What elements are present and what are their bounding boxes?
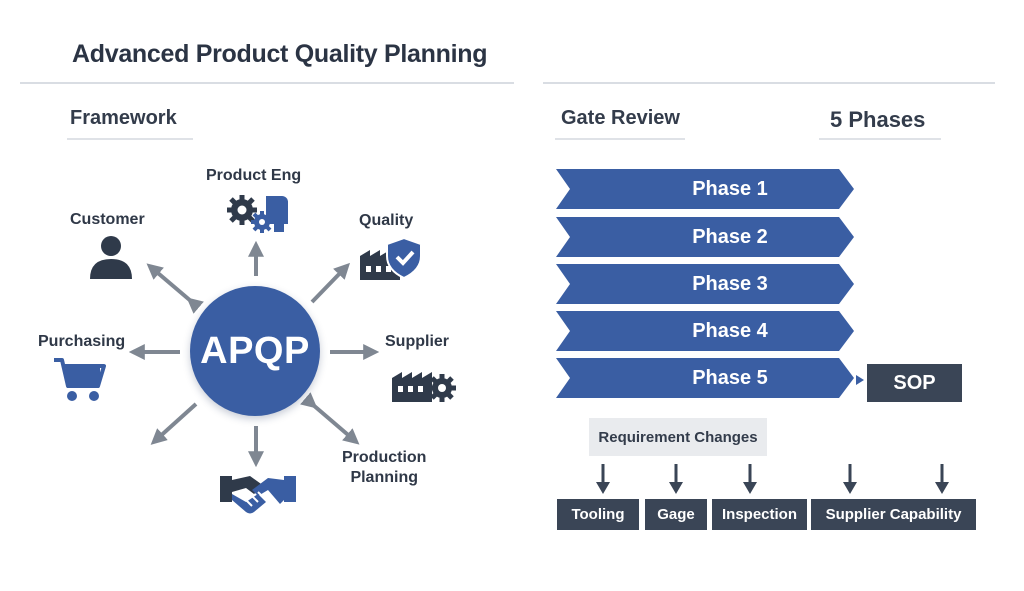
gate-review-heading: Gate Review (561, 107, 680, 129)
phase-5-chevron (556, 358, 854, 398)
page-title: Advanced Product Quality Planning (72, 40, 488, 68)
phase-5-label: Phase 5 (692, 366, 768, 389)
phase-3-label: Phase 3 (692, 272, 768, 295)
phase-2: Phase 2 (556, 217, 854, 257)
phase-3: Phase 3 (556, 264, 854, 304)
purchasing-label: Purchasing (38, 333, 126, 350)
arrow-production-planning (300, 392, 360, 445)
production-planning-label: Production Planning (342, 448, 426, 488)
title-divider-left (20, 82, 514, 84)
gate-review-underline (555, 138, 685, 140)
title-divider-right (543, 82, 995, 84)
sop-box: SOP (867, 364, 962, 402)
phase-1: Phase 1 (556, 169, 854, 209)
phase-5: Phase 5 (556, 358, 854, 398)
phase-2-chevron (556, 217, 854, 257)
tooling-box: Tooling (557, 499, 639, 530)
supplier-label: Supplier (385, 333, 450, 350)
quality-label: Quality (359, 212, 414, 229)
handshake-icon (220, 476, 296, 514)
arrow-customer (146, 263, 204, 314)
phase-1-chevron (556, 169, 854, 209)
production-planning-line1: Production (342, 449, 427, 466)
phase-2-label: Phase 2 (692, 225, 768, 248)
customer-label: Customer (70, 211, 145, 228)
phase-4-label: Phase 4 (692, 319, 768, 342)
inspection-box: Inspection (712, 499, 807, 530)
apqp-hub: APQP (190, 286, 320, 416)
phase-1-label: Phase 1 (692, 177, 768, 200)
production-planning-line2: Planning (350, 469, 418, 486)
phase-4: Phase 4 (556, 311, 854, 351)
framework-heading: Framework (70, 107, 177, 129)
factory-shield-icon (360, 236, 422, 280)
phase-4-chevron (556, 311, 854, 351)
framework-underline (67, 138, 193, 140)
arrow-bottom-left (150, 402, 198, 445)
factory-gear-icon (392, 372, 456, 402)
person-icon (90, 236, 132, 279)
phase-3-chevron (556, 264, 854, 304)
shopping-cart-icon (54, 358, 106, 401)
phases-heading: 5 Phases (830, 107, 926, 132)
product-eng-label: Product Eng (206, 167, 302, 184)
gage-box: Gage (645, 499, 707, 530)
supplier-capability-box: Supplier Capability (811, 499, 976, 530)
phases-underline (819, 138, 941, 140)
requirement-changes-box: Requirement Changes (589, 418, 767, 456)
gears-document-icon (227, 195, 288, 233)
arrow-quality (310, 262, 351, 304)
